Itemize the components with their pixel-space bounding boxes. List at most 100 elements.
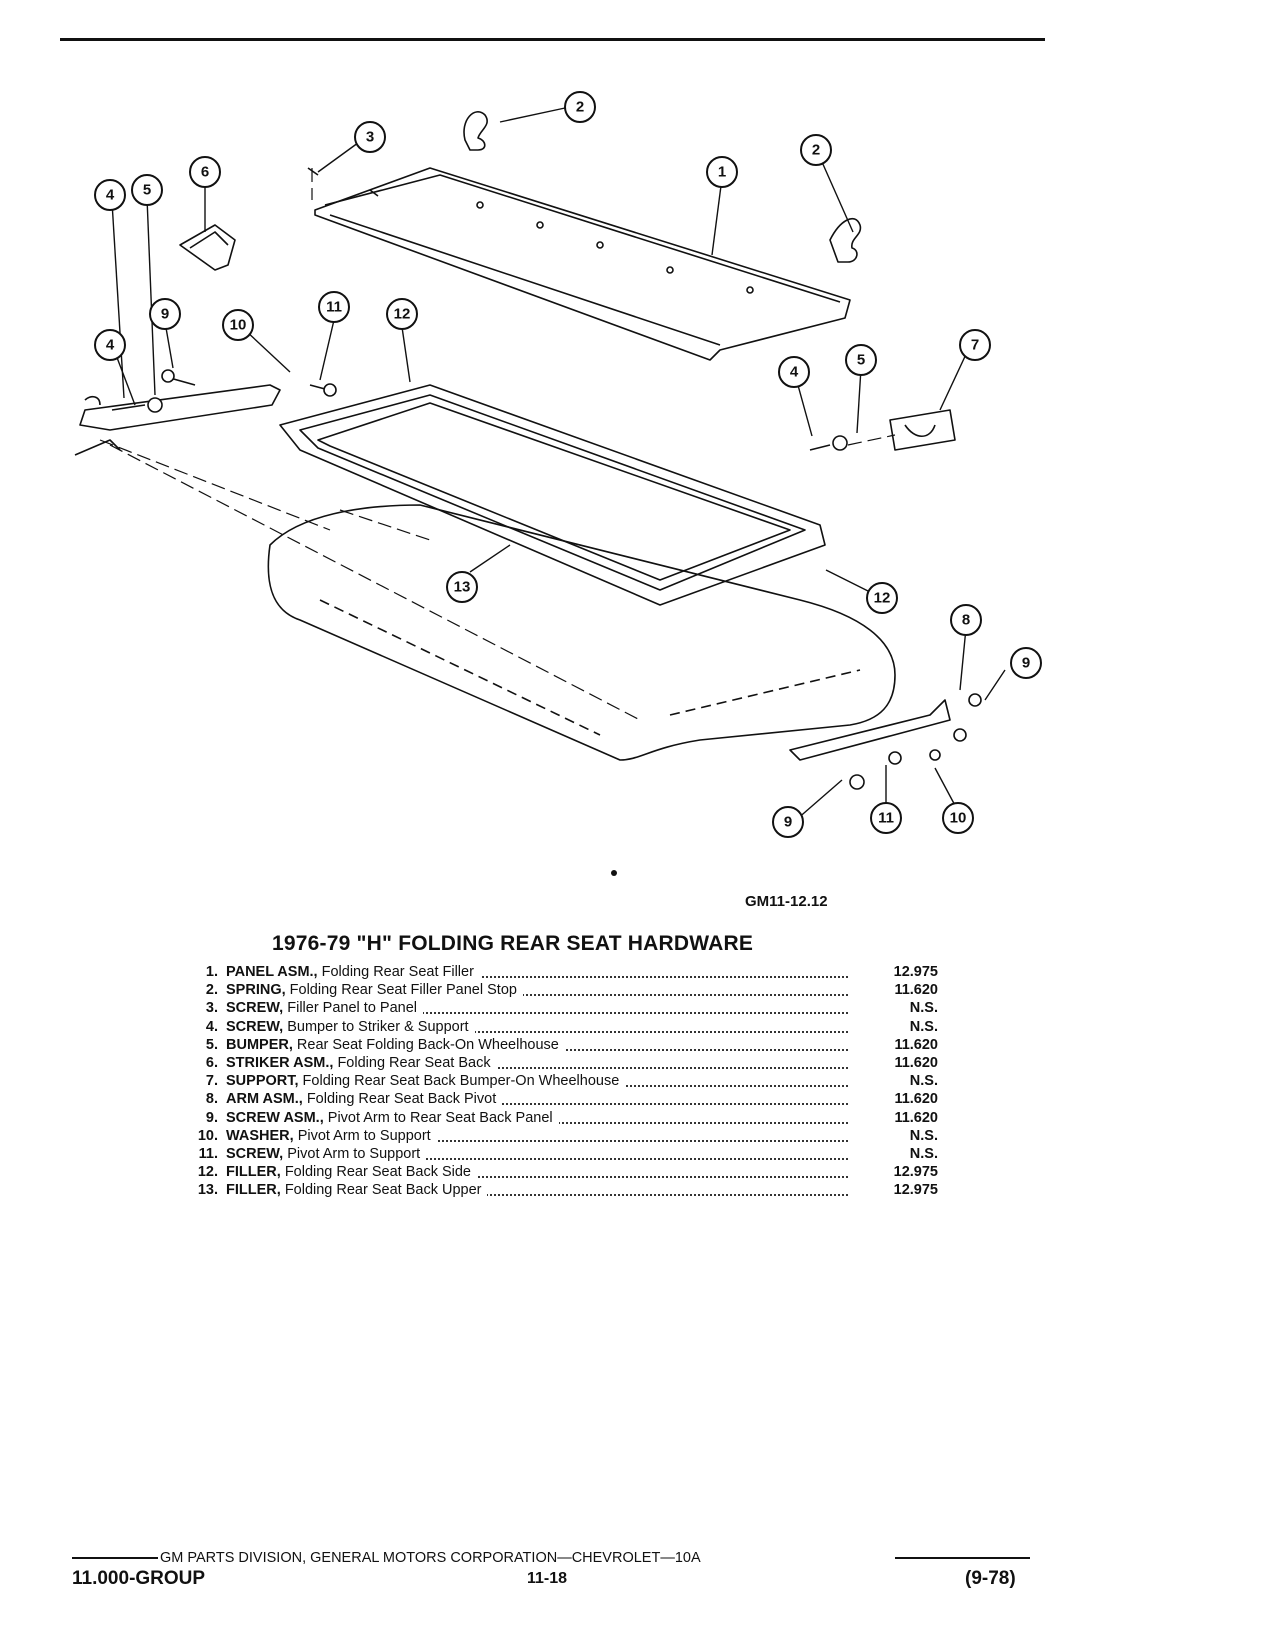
callout-7: 7 bbox=[959, 329, 991, 361]
svg-text:11: 11 bbox=[878, 810, 894, 827]
part-number: 7. bbox=[205, 1073, 218, 1090]
part-detail: Folding Rear Seat Back Side bbox=[284, 1164, 471, 1181]
part-number: 6. bbox=[205, 1054, 218, 1071]
part-name: SCREW, bbox=[226, 1145, 284, 1162]
part-group: 11.620 bbox=[894, 1054, 938, 1071]
figure-id: GM11-12.12 bbox=[745, 893, 828, 910]
list-item: 1. PANEL ASM., Folding Rear Seat Filler 12… bbox=[178, 964, 938, 982]
callout-3: 3 bbox=[354, 121, 386, 153]
part-name: STRIKER ASM., bbox=[226, 1054, 334, 1071]
part-description: ARM ASM., Folding Rear Seat Back Pivot bbox=[226, 1091, 848, 1108]
part-detail: Folding Rear Seat Back Upper bbox=[284, 1182, 482, 1199]
part-number: 8. bbox=[205, 1091, 218, 1108]
part-number: 2. bbox=[205, 982, 218, 999]
part-name: SCREW, bbox=[226, 1018, 284, 1035]
list-item: 8. ARM ASM., Folding Rear Seat Back Pivot… bbox=[178, 1091, 938, 1109]
list-item: 9.SCREW ASM., Pivot Arm to Rear Seat Bac… bbox=[178, 1109, 938, 1128]
callout-9a: 9 bbox=[149, 298, 181, 330]
footer-publisher: GM PARTS DIVISION, GENERAL MOTORS CORPOR… bbox=[160, 1550, 701, 1566]
callout-10a: 10 bbox=[222, 309, 254, 341]
part-number: 10. bbox=[197, 1127, 218, 1144]
callout-5a: 5 bbox=[131, 174, 163, 206]
callout-9b: 9 bbox=[1010, 647, 1042, 679]
list-item: 13. FILLER, Folding Rear Seat Back Upper 1… bbox=[178, 1182, 938, 1200]
part-description: WASHER, Pivot Arm to Support bbox=[226, 1127, 848, 1144]
part-group: 12.975 bbox=[893, 964, 938, 980]
seat-cushion bbox=[267, 504, 896, 761]
svg-text:9: 9 bbox=[161, 306, 169, 323]
svg-text:4: 4 bbox=[790, 364, 799, 381]
list-item: 5. BUMPER, Rear Seat Folding Back-On Whee… bbox=[178, 1036, 938, 1055]
part-detail: Pivot Arm to Rear Seat Back Panel bbox=[327, 1109, 553, 1126]
footer-group: 11.000-GROUP bbox=[72, 1568, 206, 1589]
support bbox=[889, 409, 956, 451]
part-name: FILLER, bbox=[226, 1164, 281, 1181]
svg-text:12: 12 bbox=[394, 306, 411, 323]
filler-panel bbox=[314, 167, 851, 361]
part-description: SCREW, Bumper to Striker & Support bbox=[226, 1018, 848, 1035]
part-group: 11.620 bbox=[894, 982, 938, 999]
figure-dot bbox=[611, 870, 617, 876]
part-description: SPRING, Folding Rear Seat Filler Panel S… bbox=[226, 982, 848, 999]
part-number: 5. bbox=[205, 1036, 218, 1053]
part-description: SCREW, Pivot Arm to Support bbox=[226, 1145, 848, 1162]
callout-5b: 5 bbox=[845, 344, 877, 376]
part-group: 12.975 bbox=[893, 1164, 938, 1181]
part-number: 4. bbox=[205, 1018, 218, 1035]
callout-1: 1 bbox=[706, 156, 738, 188]
callout-2a: 2 bbox=[564, 91, 596, 123]
right-pivot-arm bbox=[789, 699, 951, 761]
callout-13: 13 bbox=[446, 571, 478, 603]
part-number: 11. bbox=[198, 1145, 218, 1162]
svg-text:10: 10 bbox=[230, 317, 247, 334]
part-group: N.S. bbox=[909, 1145, 938, 1162]
callout-11a: 11 bbox=[318, 291, 350, 323]
svg-text:6: 6 bbox=[201, 164, 209, 181]
callout-4c: 4 bbox=[94, 329, 126, 361]
part-group: N.S. bbox=[909, 1127, 938, 1144]
part-number: 1. bbox=[205, 964, 218, 980]
part-detail: Folding Rear Seat Filler Panel Stop bbox=[289, 982, 517, 999]
svg-text:5: 5 bbox=[143, 182, 151, 199]
left-pivot-arm bbox=[79, 384, 281, 431]
part-name: WASHER, bbox=[226, 1127, 294, 1144]
part-description: FILLER, Folding Rear Seat Back Upper bbox=[226, 1182, 848, 1199]
part-name: PANEL ASM., bbox=[226, 964, 318, 980]
footer-rule-right bbox=[895, 1557, 1030, 1559]
seat-back-frame bbox=[279, 384, 826, 606]
part-group: 12.975 bbox=[893, 1182, 938, 1199]
callout-12a: 12 bbox=[386, 298, 418, 330]
callout-8: 8 bbox=[950, 604, 982, 636]
svg-text:9: 9 bbox=[1022, 655, 1030, 672]
part-name: BUMPER, bbox=[226, 1036, 293, 1053]
part-name: SPRING, bbox=[226, 982, 286, 999]
callout-4b: 4 bbox=[778, 356, 810, 388]
part-description: BUMPER, Rear Seat Folding Back-On Wheelh… bbox=[226, 1036, 848, 1053]
list-item: 11. SCREW, Pivot Arm to Support N.S. bbox=[178, 1145, 938, 1164]
spring-left bbox=[463, 111, 488, 151]
part-detail: Folding Rear Seat Back Pivot bbox=[306, 1091, 497, 1108]
callout-9c: 9 bbox=[772, 806, 804, 838]
exploded-parts-diagram: 1 2 2 3 4 5 6 7 4 5 4 9 10 11 12 13 12 8… bbox=[74, 91, 1042, 838]
list-item: 2. SPRING, Folding Rear Seat Filler Panel… bbox=[178, 982, 938, 1000]
part-group: 11.620 bbox=[894, 1036, 938, 1053]
page-title: 1976-79 "H" FOLDING REAR SEAT HARDWARE bbox=[272, 932, 754, 955]
parts-list: 1. PANEL ASM., Folding Rear Seat Filler 12… bbox=[178, 964, 938, 1200]
part-number: 9. bbox=[205, 1109, 218, 1126]
footer-rule-left bbox=[72, 1557, 158, 1559]
svg-text:5: 5 bbox=[857, 352, 865, 369]
svg-text:2: 2 bbox=[576, 99, 584, 116]
part-detail: Folding Rear Seat Filler bbox=[321, 964, 474, 980]
part-detail: Folding Rear Seat Back bbox=[337, 1054, 491, 1071]
callout-4a: 4 bbox=[94, 179, 126, 211]
part-description: SUPPORT, Folding Rear Seat Back Bumper-O… bbox=[226, 1073, 848, 1090]
part-group: 11.620 bbox=[894, 1109, 938, 1126]
part-number: 13. bbox=[197, 1182, 218, 1199]
part-name: SUPPORT, bbox=[226, 1073, 299, 1090]
svg-text:11: 11 bbox=[326, 299, 342, 316]
svg-text:10: 10 bbox=[950, 810, 967, 827]
list-item: 7. SUPPORT, Folding Rear Seat Back Bumper… bbox=[178, 1073, 938, 1091]
part-description: STRIKER ASM., Folding Rear Seat Back bbox=[226, 1054, 848, 1071]
